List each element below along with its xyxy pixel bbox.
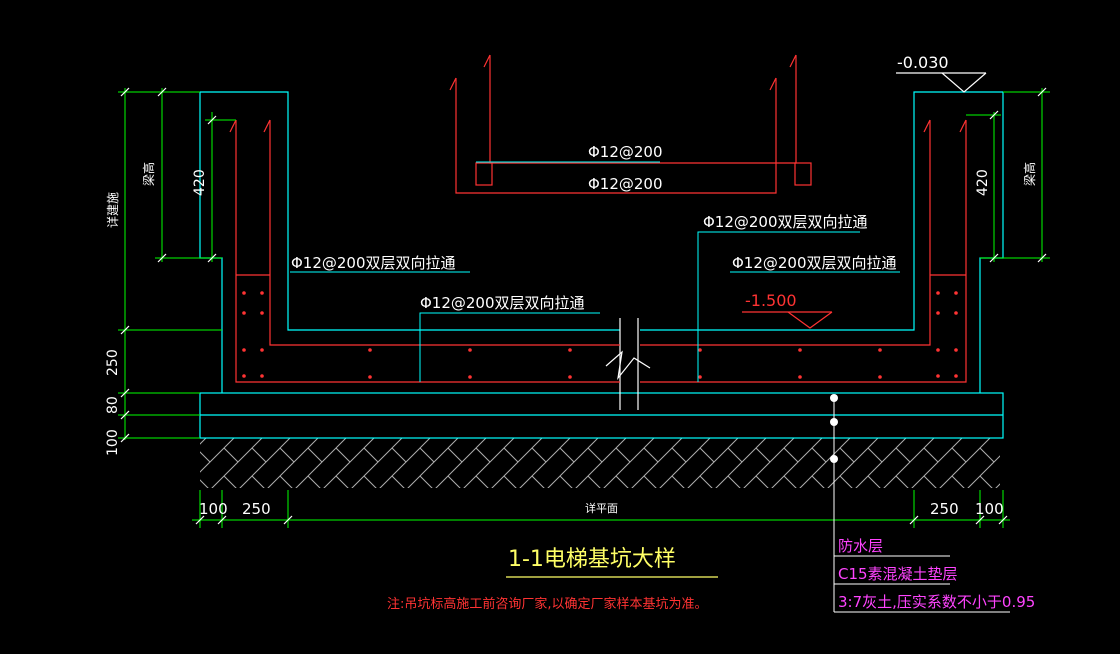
dim-left-inner: 梁高: [141, 162, 156, 186]
level-marker-top: [896, 72, 987, 93]
drawing-title: 1-1电梯基坑大样: [508, 547, 676, 572]
layer-label-lime-soil: 3:7灰土,压实系数不小于0.95: [838, 593, 1035, 611]
soil-hatch: [200, 438, 1000, 488]
drawing-note: 注:吊坑标高施工前咨询厂家,以确定厂家样本基坑为准。: [387, 596, 708, 612]
dimension-lines: [118, 88, 1050, 528]
dim-h-250-left: 250: [242, 500, 271, 518]
layer-callout-lines: [830, 394, 1010, 613]
rebar-label-right-upper: Φ12@200双层双向拉通: [703, 213, 868, 231]
layer-label-waterproof: 防水层: [838, 537, 883, 555]
dim-right-inner: 梁高: [1022, 162, 1037, 186]
dim-left-420: 420: [192, 169, 208, 196]
rebar-label-left-wall: Φ12@200双层双向拉通: [291, 254, 456, 272]
dim-v-80: 80: [105, 396, 121, 414]
level-pit-label: -1.500: [745, 291, 797, 310]
rebar-label-bottom-slab: Φ12@200双层双向拉通: [420, 294, 585, 312]
level-top-label: -0.030: [897, 53, 949, 72]
dim-right-420: 420: [975, 169, 991, 196]
leader-lines: [290, 161, 900, 382]
dim-v-100: 100: [105, 429, 121, 456]
break-line: [605, 318, 651, 410]
rebar-label-upper-top: Φ12@200: [588, 143, 663, 161]
dimension-ticks: [120, 87, 1047, 525]
dim-h-100-left: 100: [199, 500, 228, 518]
layer-label-c15-cushion: C15素混凝土垫层: [838, 565, 958, 583]
pit-outline: [199, 91, 1004, 393]
dim-h-100-right: 100: [975, 500, 1004, 518]
rebar-label-upper-bottom: Φ12@200: [588, 175, 663, 193]
rebar-lines: [229, 54, 967, 383]
dim-v-250: 250: [105, 349, 121, 376]
rebar-label-right-lower: Φ12@200双层双向拉通: [732, 254, 897, 272]
dim-h-250-right: 250: [930, 500, 959, 518]
rebar-dots: [242, 291, 958, 379]
dim-left-outer: 详建施: [105, 192, 120, 228]
base-layers: [199, 392, 1004, 439]
dim-h-center: 详平面: [585, 501, 618, 515]
